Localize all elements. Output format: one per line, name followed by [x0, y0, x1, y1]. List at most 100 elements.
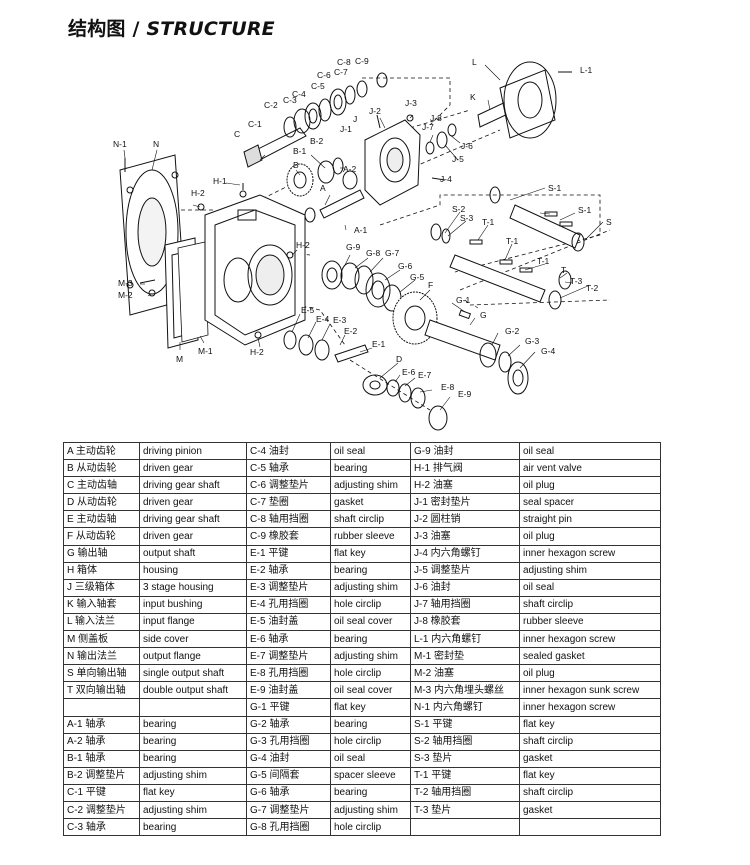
part-name-en-cell: gasket — [519, 749, 661, 768]
part-name-en-cell: hole circlip — [330, 818, 411, 837]
part-code-cell: G-6 轴承 — [246, 783, 331, 802]
part-code-cell: T 双向输出轴 — [63, 681, 140, 700]
part-name-en-cell: shaft circlip — [519, 595, 661, 614]
part-code-cell: E-6 轴承 — [246, 630, 331, 649]
part-name-en-cell: flat key — [330, 698, 411, 717]
part-name-en-cell: oil plug — [519, 476, 661, 495]
callout-E4: E-4 — [316, 314, 330, 324]
output-shaft-G — [424, 309, 529, 395]
part-code-cell: G-2 轴承 — [246, 715, 331, 734]
part-code-cell: E-8 孔用挡圈 — [246, 664, 331, 683]
part-name-en-cell: driving gear shaft — [139, 510, 247, 529]
part-name-en-cell: bearing — [139, 818, 247, 837]
callout-N: N — [153, 139, 159, 149]
part-code-cell: G-3 孔用挡圈 — [246, 732, 331, 751]
callout-M: M — [176, 354, 183, 364]
callout-H2c: H-2 — [250, 347, 264, 357]
part-name-en-cell: shaft circlip — [519, 783, 661, 802]
driving-pinion-A — [304, 170, 365, 223]
callout-B1: B-1 — [293, 146, 307, 156]
part-code-cell: C-2 调整垫片 — [63, 800, 140, 820]
part-code-cell: J-7 轴用挡圈 — [410, 595, 520, 614]
part-name-en-cell: housing — [139, 561, 247, 580]
part-code-cell: E-1 平键 — [246, 544, 331, 563]
part-code-cell: C-3 轴承 — [63, 818, 140, 837]
callout-E7: E-7 — [418, 370, 432, 380]
part-code-cell: M-1 密封垫 — [410, 647, 520, 666]
part-code-cell — [63, 698, 140, 717]
part-name-en-cell: bearing — [330, 630, 411, 649]
callout-S2: S-2 — [452, 204, 466, 214]
part-name-en-cell — [519, 818, 661, 837]
part-code-cell — [410, 818, 520, 837]
part-code-cell: C 主动齿轴 — [63, 476, 140, 495]
callout-C: C — [234, 129, 240, 139]
part-code-cell: S-3 垫片 — [410, 749, 520, 768]
3-stage-housing-J — [364, 114, 457, 206]
part-name-en-cell: bearing — [139, 715, 247, 734]
part-name-en-cell: input bushing — [139, 595, 247, 614]
callout-E9: E-9 — [458, 389, 472, 399]
part-name-en-cell: oil seal — [519, 578, 661, 597]
exploded-view-svg: N-1 N H-2 H-1 M-3 M-2 M M-1 H-2 H-2 C C-… — [113, 56, 612, 431]
callout-T3: T-3 — [570, 276, 583, 286]
part-name-en-cell: hole circlip — [330, 664, 411, 683]
part-name-en-cell: rubber sleeve — [330, 527, 411, 546]
part-name-en-cell: adjusting shim — [519, 561, 661, 580]
callout-S1b: S-1 — [578, 205, 592, 215]
part-name-en-cell: driven gear — [139, 493, 247, 512]
part-code-cell: M-3 内六角埋头螺丝 — [410, 681, 520, 700]
part-name-en-cell: hole circlip — [330, 732, 411, 751]
part-name-en-cell: driven gear — [139, 527, 247, 546]
part-name-en-cell: double output shaft — [139, 681, 247, 700]
callout-F: F — [428, 280, 433, 290]
callout-G9: G-9 — [346, 242, 360, 252]
callout-G5: G-5 — [410, 272, 424, 282]
callout-C7: C-7 — [334, 67, 348, 77]
part-name-en-cell: sealed gasket — [519, 647, 661, 666]
callout-C9: C-9 — [355, 56, 369, 66]
callout-A: A — [320, 183, 326, 193]
callout-J1: J-1 — [340, 124, 352, 134]
callout-G6: G-6 — [398, 261, 412, 271]
callout-M3: M-3 — [118, 278, 133, 288]
part-code-cell: G-7 调整垫片 — [246, 800, 331, 820]
part-name-en-cell: flat key — [519, 766, 661, 785]
callout-T1c: T-1 — [537, 256, 550, 266]
part-code-cell: E-9 油封盖 — [246, 681, 331, 700]
part-code-cell: G-5 间隔套 — [246, 766, 331, 785]
part-code-cell: E-7 调整垫片 — [246, 647, 331, 666]
callout-G2: G-2 — [505, 326, 519, 336]
callout-C4: C-4 — [292, 89, 306, 99]
callout-T1b: T-1 — [506, 236, 519, 246]
part-code-cell: N 输出法兰 — [63, 647, 140, 666]
part-name-en-cell: oil seal — [330, 441, 411, 461]
callout-B2: B-2 — [310, 136, 324, 146]
part-code-cell: C-6 调整垫片 — [246, 476, 331, 495]
callout-H2b: H-2 — [296, 240, 310, 250]
part-name-en-cell: adjusting shim — [139, 800, 247, 820]
part-name-en-cell: flat key — [139, 783, 247, 802]
callout-E6: E-6 — [402, 367, 416, 377]
driven-gear-B — [286, 157, 344, 197]
page-title: 结构图 / STRUCTURE — [68, 14, 275, 41]
callout-E8: E-8 — [441, 382, 455, 392]
part-code-cell: M 侧盖板 — [63, 630, 140, 649]
part-name-en-cell: inner hexagon screw — [519, 630, 661, 649]
callout-T2: T-2 — [586, 283, 599, 293]
part-code-cell: C-1 平键 — [63, 783, 140, 802]
part-name-en-cell: oil plug — [519, 664, 661, 683]
part-name-en-cell: gasket — [330, 493, 411, 512]
callout-S3: S-3 — [460, 213, 474, 223]
part-code-cell: H 箱体 — [63, 561, 140, 580]
